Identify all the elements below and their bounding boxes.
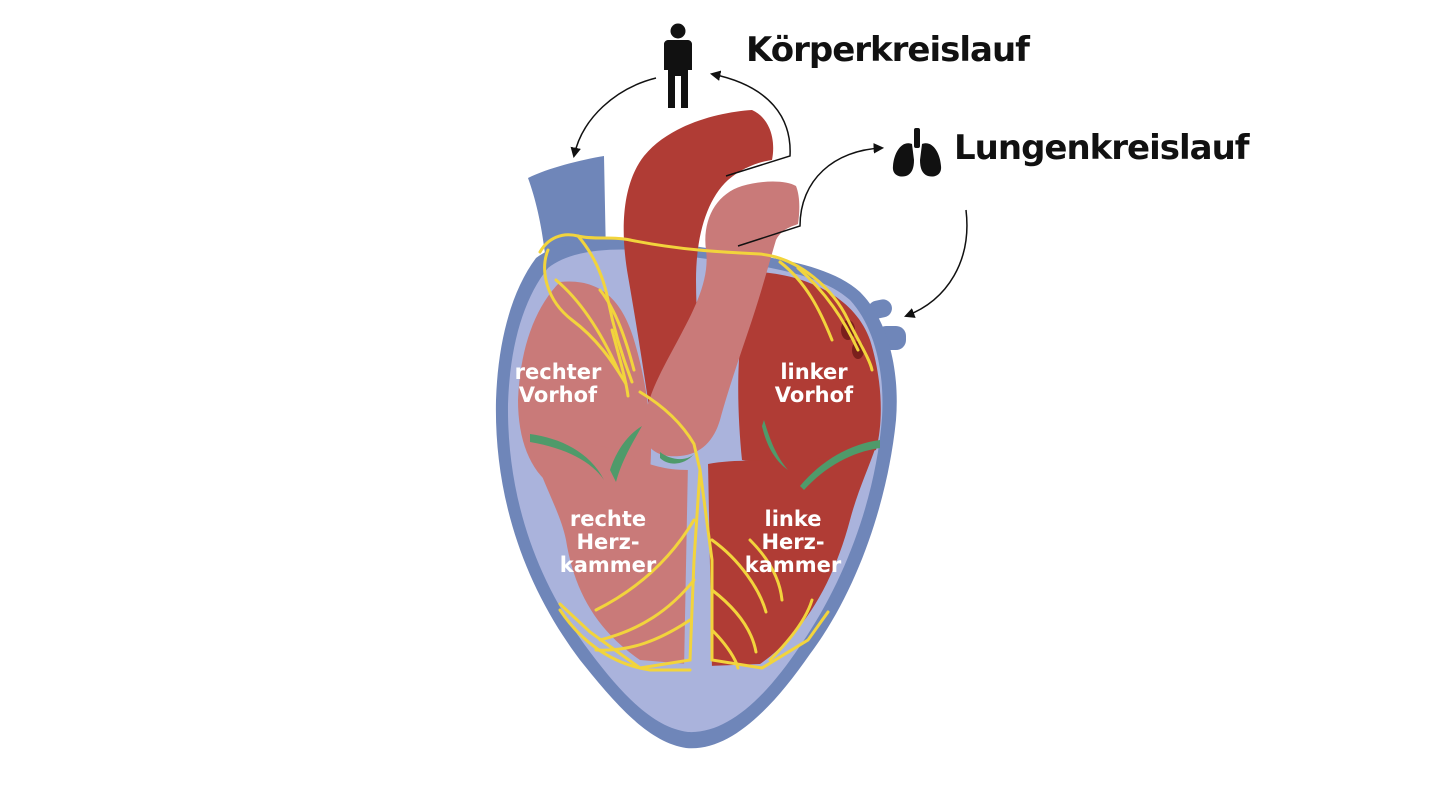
right-ventricle-label-line: rechte	[569, 507, 647, 531]
heart-valves	[530, 420, 880, 490]
right-ventricle-label-line: kammer	[559, 553, 657, 577]
left-ventricle-label-line: kammer	[744, 553, 842, 577]
left-ventricle-label-line: Herz-	[761, 530, 825, 554]
lungs-icon	[892, 128, 942, 177]
left-ventricle	[708, 446, 876, 666]
systemic-circulation-label: Körperkreislauf	[746, 30, 1030, 70]
arrow-to-pulmonary-veins	[904, 209, 968, 318]
person-icon	[664, 23, 692, 108]
right-atrium-label: rechter Vorhof	[508, 361, 608, 407]
aorta	[623, 110, 774, 452]
arrow-from-pulmonary-trunk	[737, 143, 885, 247]
pulmonary-circulation-label: Lungenkreislauf	[954, 128, 1250, 168]
right-atrium-label-line: rechter	[514, 360, 602, 384]
arrow-from-aorta	[709, 70, 791, 177]
right-atrium	[518, 281, 652, 486]
right-ventricle-label-line: Herz-	[576, 530, 640, 554]
left-atrium-label-line: Vorhof	[774, 383, 854, 407]
circulation-arrows	[570, 70, 968, 318]
left-atrium-label-line: linker	[780, 360, 848, 384]
right-ventricle-label: rechte Herz- kammer	[552, 508, 664, 577]
conduction-system	[538, 233, 874, 672]
left-atrium-label: linker Vorhof	[764, 361, 864, 407]
pulmonary-trunk	[644, 181, 800, 457]
vena-cava	[528, 156, 606, 262]
right-atrium-label-line: Vorhof	[518, 383, 598, 407]
right-ventricle	[530, 439, 688, 664]
arrow-to-vena-cava	[570, 77, 657, 159]
left-ventricle-label-line: linke	[764, 507, 822, 531]
left-ventricle-label: linke Herz- kammer	[738, 508, 848, 577]
